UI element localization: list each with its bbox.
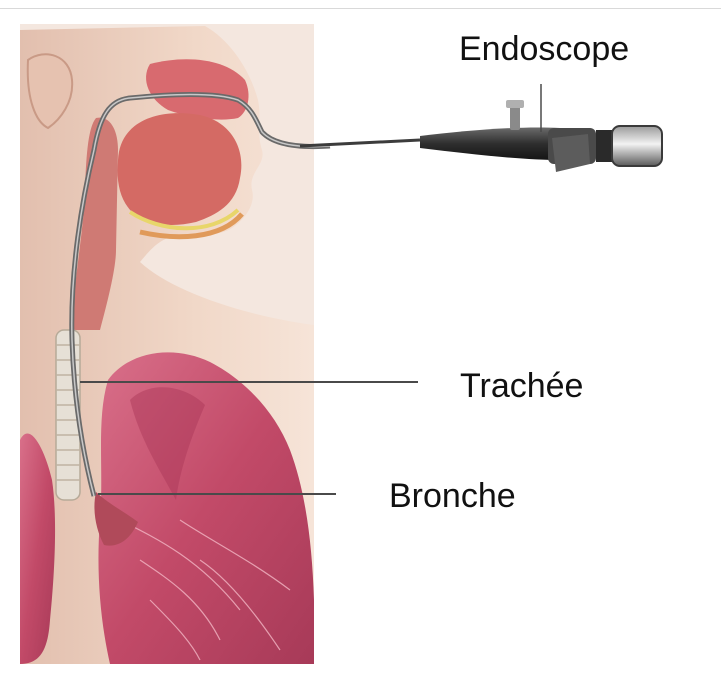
trachee-label: Trachée — [460, 369, 583, 403]
endoscope-valve-cap — [506, 100, 524, 108]
tongue — [118, 113, 242, 225]
bronche-label: Bronche — [389, 479, 516, 513]
endoscope-knob — [552, 134, 590, 172]
endoscope-eyepiece — [612, 126, 662, 166]
endoscope-handle — [420, 127, 562, 160]
endoscope-shaft — [300, 140, 420, 146]
endoscope-label: Endoscope — [459, 32, 629, 66]
